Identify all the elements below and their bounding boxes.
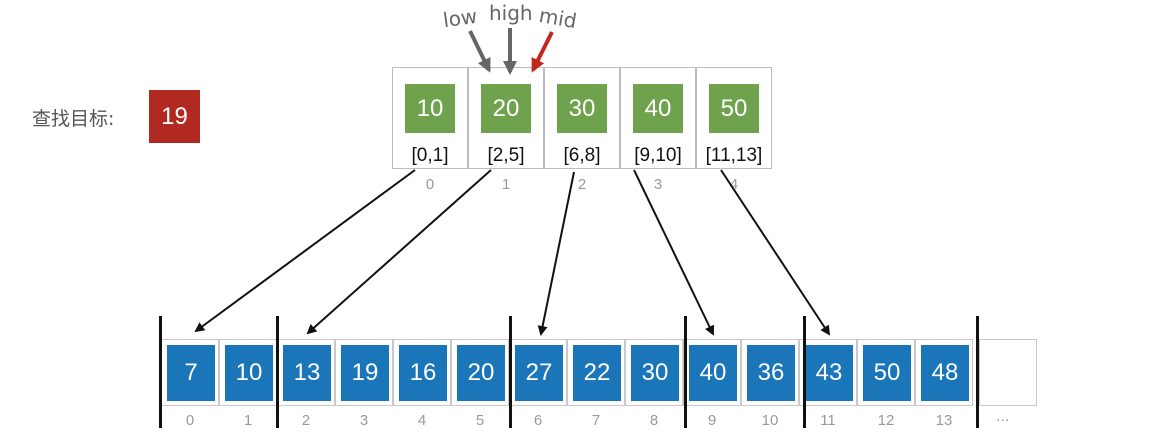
index-cell: 30 [6,8] <box>544 67 620 169</box>
data-position: 3 <box>359 412 369 429</box>
index-position: 2 <box>577 176 587 193</box>
data-value: 20 <box>457 345 505 401</box>
index-key: 20 <box>481 84 531 133</box>
data-value: 40 <box>689 345 737 401</box>
data-position: 12 <box>877 412 895 429</box>
arrow-index-3 <box>633 169 715 336</box>
block-separator <box>684 316 687 428</box>
data-position: 9 <box>707 412 717 429</box>
index-key: 30 <box>557 84 607 133</box>
data-value: 30 <box>631 345 679 401</box>
data-cell: 22 <box>567 339 625 406</box>
data-cell: 48 <box>915 339 973 406</box>
arrow-index-4 <box>720 169 831 336</box>
data-cell: 50 <box>857 339 915 406</box>
index-range: [0,1] <box>411 145 449 166</box>
data-position: 8 <box>649 412 659 429</box>
pointer-high-label: high <box>489 1 533 25</box>
block-separator <box>159 316 162 428</box>
index-cell: 50 [11,13] <box>696 67 772 169</box>
data-cell: 7 <box>161 339 219 406</box>
block-separator <box>976 316 979 428</box>
target-label: 查找目标: <box>32 108 115 130</box>
data-cell: 43 <box>799 339 857 406</box>
data-position: 6 <box>533 412 543 429</box>
index-key: 40 <box>633 84 683 133</box>
data-position: 0 <box>185 412 195 429</box>
block-separator <box>803 316 806 428</box>
arrow-mid <box>531 31 554 73</box>
index-position: 1 <box>501 176 511 193</box>
arrow-index-0 <box>194 169 416 333</box>
data-position: 2 <box>301 412 311 429</box>
data-cell: 13 <box>277 339 335 406</box>
data-cell: 30 <box>625 339 683 406</box>
data-position: 1 <box>243 412 253 429</box>
pointer-mid-label: mid <box>537 2 579 34</box>
index-range: [2,5] <box>487 145 525 166</box>
data-ellipsis: ... <box>996 408 1010 425</box>
index-position: 0 <box>425 176 435 193</box>
data-cell: 20 <box>451 339 509 406</box>
index-key: 50 <box>709 84 759 133</box>
data-cell: 19 <box>335 339 393 406</box>
data-cell: 36 <box>741 339 799 406</box>
data-position: 4 <box>417 412 427 429</box>
data-cell: 10 <box>219 339 277 406</box>
data-value: 13 <box>283 345 331 401</box>
data-value: 36 <box>747 345 795 401</box>
index-cell: 40 [9,10] <box>620 67 696 169</box>
data-value: 27 <box>515 345 563 401</box>
pointer-low-label: low <box>441 3 479 33</box>
data-position: 10 <box>761 412 779 429</box>
data-value: 19 <box>341 345 389 401</box>
data-cell-empty <box>979 339 1037 406</box>
index-position: 4 <box>729 176 739 193</box>
index-range: [6,8] <box>563 145 601 166</box>
data-value: 43 <box>805 345 853 401</box>
data-cell: 16 <box>393 339 451 406</box>
data-value: 7 <box>167 345 215 401</box>
index-cell: 10 [0,1] <box>392 67 468 169</box>
data-position: 7 <box>591 412 601 429</box>
data-value: 16 <box>399 345 447 401</box>
arrow-index-1 <box>306 169 492 335</box>
data-position: 11 <box>820 412 836 429</box>
data-cell: 27 <box>509 339 567 406</box>
data-value: 10 <box>225 345 273 401</box>
index-position: 3 <box>653 176 663 193</box>
arrow-low <box>468 30 491 73</box>
data-cell: 40 <box>683 339 741 406</box>
index-cell: 20 [2,5] <box>468 67 544 169</box>
block-separator <box>276 316 279 428</box>
data-value: 48 <box>921 345 969 401</box>
data-position: 13 <box>935 412 953 429</box>
data-position: 5 <box>475 412 485 429</box>
index-range: [11,13] <box>705 145 763 166</box>
data-value: 50 <box>863 345 911 401</box>
index-range: [9,10] <box>634 145 682 166</box>
block-separator <box>509 316 512 428</box>
data-value: 22 <box>573 345 621 401</box>
target-value: 19 <box>149 90 200 143</box>
index-key: 10 <box>405 84 455 133</box>
arrow-index-2 <box>537 171 575 336</box>
